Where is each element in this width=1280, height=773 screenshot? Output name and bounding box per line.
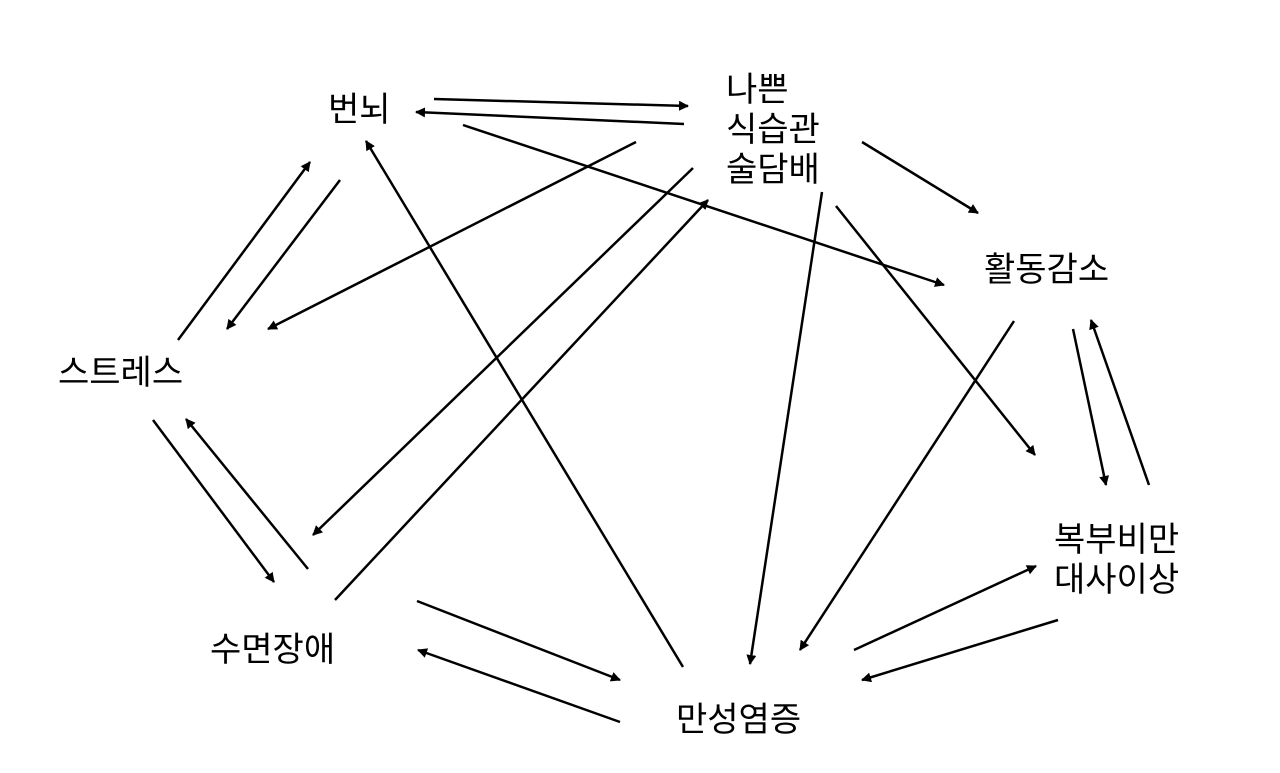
arrow-stress-to-anguish (176, 161, 312, 341)
arrow-bad-habits-to-abdominal-obesity (835, 205, 1036, 456)
arrow-chronic-inflammation-to-sleep-disorder (417, 648, 621, 724)
arrow-bad-habits-to-anguish (415, 107, 685, 126)
node-chronic-inflammation: 만성염증 (676, 700, 801, 740)
node-label-line: 스트레스 (58, 353, 184, 393)
node-label-line: 식습관 (726, 110, 820, 150)
arrow-anguish-to-stress (226, 179, 341, 330)
arrow-abdominal-obesity-to-reduced-activity (1089, 319, 1151, 486)
arrow-sleep-disorder-to-chronic-inflammation (416, 599, 621, 682)
arrow-bad-habits-to-sleep-disorder (312, 167, 694, 536)
arrow-reduced-activity-to-abdominal-obesity (1071, 328, 1110, 486)
arrow-anguish-to-bad-habits (433, 97, 689, 111)
arrow-bad-habits-to-chronic-inflammation (746, 191, 824, 665)
arrow-sleep-disorder-to-stress (185, 418, 309, 570)
arrow-reduced-activity-to-chronic-inflammation (798, 320, 1016, 651)
node-sleep-disorder: 수면장애 (210, 630, 335, 670)
node-label-line: 대사이상 (1054, 560, 1180, 600)
node-reduced-activity: 활동감소 (984, 250, 1109, 290)
node-label-line: 번뇌 (328, 90, 391, 130)
node-label-line: 복부비만 (1054, 520, 1180, 560)
arrow-chronic-inflammation-to-anguish (364, 140, 685, 668)
arrow-bad-habits-to-reduced-activity (861, 140, 979, 215)
arrow-bad-habits-to-stress (267, 140, 637, 331)
node-anguish: 번뇌 (328, 90, 391, 130)
arrow-stress-to-sleep-disorder (151, 419, 276, 583)
node-label-line: 나쁜 (726, 70, 789, 110)
arrow-chronic-inflammation-to-abdominal-obesity (853, 564, 1037, 652)
arrow-abdominal-obesity-to-chronic-inflammation (861, 618, 1059, 683)
node-label-line: 만성염증 (676, 700, 802, 740)
node-label-line: 수면장애 (210, 630, 336, 670)
node-label-line: 술담배 (726, 150, 820, 190)
node-stress: 스트레스 (58, 353, 183, 393)
node-label-line: 활동감소 (984, 250, 1110, 290)
